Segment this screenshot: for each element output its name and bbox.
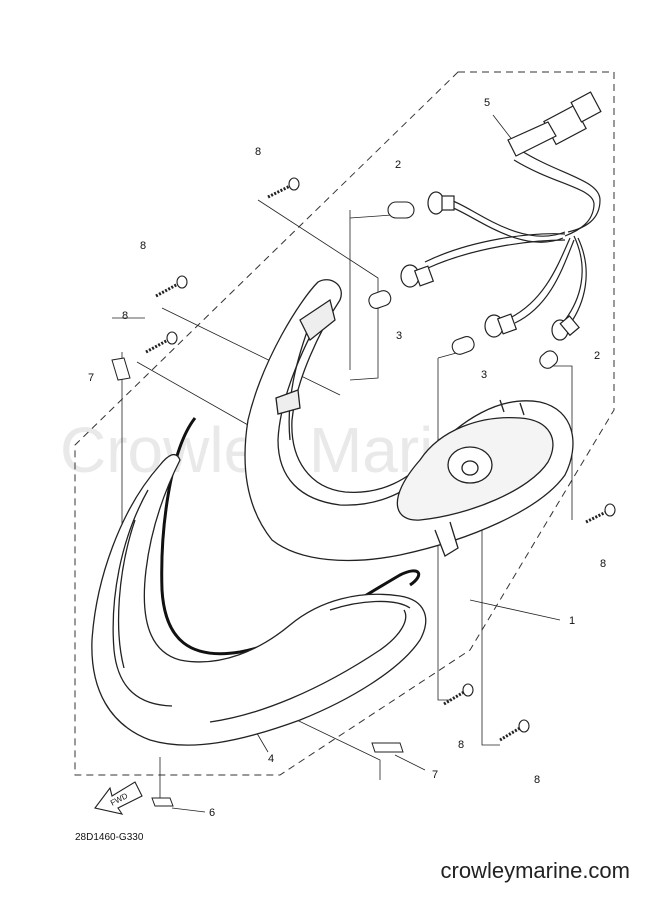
bulb-2-right — [539, 350, 559, 369]
wire-connector — [507, 91, 602, 157]
callout-5: 5 — [484, 97, 490, 109]
bulb-2-top — [387, 201, 415, 219]
callout-2-right: 2 — [594, 350, 600, 362]
fwd-arrow-icon: FWD — [94, 781, 143, 815]
pad-7-bottom — [371, 742, 404, 753]
callout-1: 1 — [569, 615, 575, 627]
pad-6 — [151, 797, 174, 807]
site-url: crowleymarine.com — [440, 858, 631, 883]
pad-7-left — [111, 357, 131, 381]
screw-8d — [585, 503, 616, 524]
callout-6: 6 — [209, 807, 215, 819]
callout-8-mid: 8 — [140, 240, 146, 252]
assembly-boundary — [74, 71, 615, 776]
callout-7-bottom: 7 — [432, 769, 438, 781]
callout-8-top: 8 — [255, 146, 261, 158]
screw-8c — [145, 331, 178, 354]
callout-3-left: 3 — [396, 330, 402, 342]
callout-labels: 1 2 2 3 3 4 5 6 7 7 8 8 8 8 8 8 — [88, 97, 606, 819]
headlight-assembly — [244, 279, 574, 562]
callout-8-right: 8 — [600, 558, 606, 570]
screw-8a — [267, 177, 300, 199]
callout-8-left: 8 — [122, 310, 128, 322]
seal-strip — [160, 417, 421, 656]
callout-8-bottom: 8 — [534, 774, 540, 786]
callout-7-left: 7 — [88, 372, 94, 384]
callout-2-top: 2 — [395, 159, 401, 171]
rubber-pads — [111, 357, 404, 807]
screws — [145, 177, 616, 742]
callout-8-lower: 8 — [458, 739, 464, 751]
callout-3-right: 3 — [481, 369, 487, 381]
bulb-3-left — [368, 290, 392, 309]
bulb-sockets — [400, 191, 580, 341]
wiring-harness — [424, 149, 601, 325]
screw-8f — [499, 719, 530, 742]
bulb-3-right — [451, 336, 475, 355]
headlight-cover — [91, 453, 427, 746]
screw-8e — [443, 683, 474, 706]
bulbs — [368, 201, 559, 369]
screw-8b — [155, 275, 188, 298]
drawing-code: 28D1460-G330 — [75, 832, 144, 843]
callout-4: 4 — [268, 753, 274, 765]
